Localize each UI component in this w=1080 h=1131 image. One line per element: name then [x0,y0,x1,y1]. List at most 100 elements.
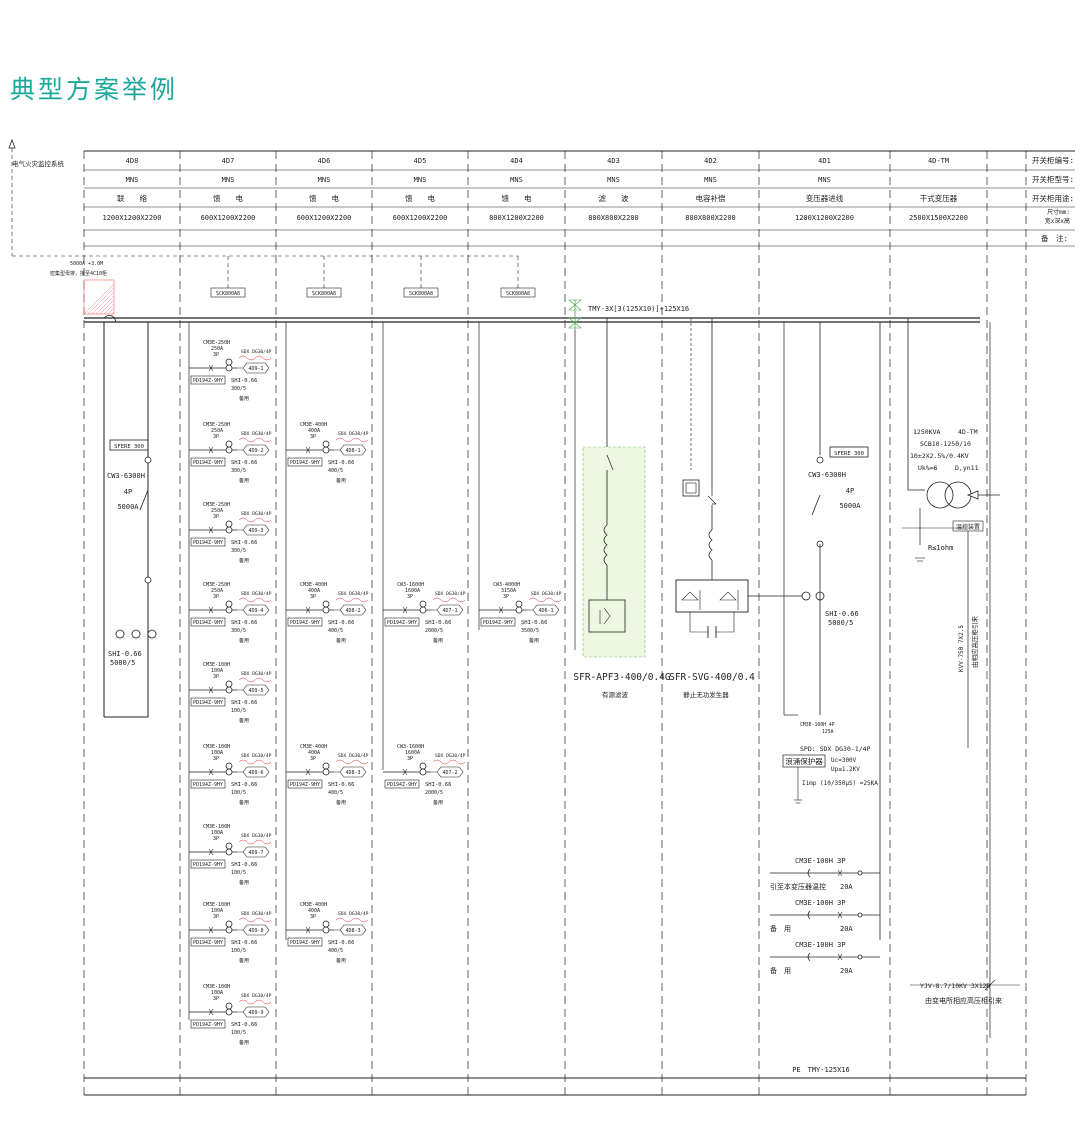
busway-note: 密集型母排，接至4C10柜 [50,270,107,277]
feeder-amps: 250A [211,508,223,514]
ground-arrow-icon [8,138,16,149]
sck-box [500,287,536,298]
fuse-icon [707,490,717,505]
feeder-ratio: 2000/5 [425,790,443,796]
feeder-ratio: 100/5 [231,790,246,796]
aux-amps: 20A [840,967,853,975]
cabinet-use: 馈 电 [405,193,435,203]
apf-panel [582,446,646,658]
ct-icon [322,446,330,454]
feeder-breaker: CM3E-100H [203,824,230,830]
breaker-x-icon [498,606,504,614]
hatch-line [87,287,115,315]
feeder-ct: SHI-0.66 [231,782,258,788]
feeder-tag-shape [431,604,464,616]
feeder-breaker: CM3E-400H [300,422,327,428]
ct-icon [225,1002,233,1010]
feeder-tag-shape [334,766,367,778]
hv-cable-note: 由相应高压柜引来 [970,616,979,669]
feeder-poles: 3P [310,594,316,600]
cabinet-size: 600X1200X2200 [201,214,256,222]
cabinet-size: 1200X1200X2200 [795,214,854,222]
meter-label: PD194Z-9HY [290,620,320,626]
feeder-ratio: 300/5 [231,468,246,474]
breaker-label: CW3-6300H [107,472,145,480]
feeder-breaker: CM3E-100H [203,662,230,668]
ct-icon [225,680,233,688]
feeder-breaker: CM3E-100H [203,744,230,750]
feeder-ct: SHI-0.66 [231,460,258,466]
meter-box [384,779,420,789]
breaker-x-icon [208,606,214,614]
aux-amps: 20A [840,925,853,933]
feeder-poles: 3P [213,674,219,680]
spd-wave [238,677,272,683]
feeder-spd: SDX DG30/4P [338,753,369,759]
feeder-spd: SDX DG30/4P [531,591,562,597]
spd-wave [238,839,272,845]
main-bus-label: TMY-3X[3(125X10)]+125X16 [588,305,689,313]
feeder-tag-shape [237,684,270,696]
cabinet-model: MNS [414,176,427,184]
meter-box [190,617,226,627]
feeder-tag: 4D9-6 [248,770,263,776]
ct-icon [322,926,330,934]
relay-label: SFERE 300 [114,444,144,450]
feeder-poles: 3P [503,594,509,600]
meter-label: PD194Z-9HY [193,1022,223,1028]
cabinet-size: 1200X1200X2200 [102,214,161,222]
breaker-x-icon [208,364,214,372]
svg-model: SFR-SVG-400/0.4 [669,672,755,683]
cabinet-id: 4D6 [318,157,331,165]
ct-icon [419,768,427,776]
sck-box [210,287,246,298]
spd-iimp: Iimp (10/350μS) =25KA [802,780,878,787]
tf-vector: D,yn11 [955,464,979,472]
feeder-poles: 3P [310,756,316,762]
busway-arc [103,314,117,323]
feeder-breaker: CM3E-400H [300,744,327,750]
feeder-amps: 250A [211,588,223,594]
breaker-label: CW3-6300H [808,471,846,479]
feeder-poles: 3P [213,914,219,920]
feeder-amps: 250A [211,428,223,434]
sck-label: SCK800A8 [216,291,240,297]
spd-wave [432,597,466,603]
svg-inverter-box [675,579,749,613]
feeder-breaker: CM3E-100H [203,984,230,990]
inductor-icon [603,524,608,566]
feeder-ratio: 100/5 [231,948,246,954]
breaker-contact-icon [139,489,149,511]
cabinet-use: 变压器进线 [806,193,844,203]
ct-icon [225,842,233,850]
meter-label: PD194Z-9HY [193,862,223,868]
feeder-spd: SDX DG30/4P [241,591,272,597]
feeder-spd: SDX DG30/4P [241,833,272,839]
header-label: 宽x深x高 [1045,217,1070,225]
cabinet-model: MNS [607,176,620,184]
breaker-rating: 5000A [839,502,861,510]
feeder-spd: SDX DG30/4P [241,349,272,355]
tf-tag: 4D-TM [958,428,978,436]
feeder-ct: SHI-0.66 [425,782,452,788]
relay-box [109,439,149,451]
meter-box [190,697,226,707]
cabinet-id: 4D2 [704,157,717,165]
spd-wave [238,759,272,765]
feeder-tag-shape [237,444,270,456]
switch-icon [606,454,614,471]
aux-terminal-icon [857,954,863,960]
cabinet-id: 4D-TM [928,157,949,165]
fuse-icon [568,299,582,311]
feeder-amps: 400A [308,588,320,594]
ground-label: R≤1ohm [928,544,953,552]
relay-box [829,446,869,458]
ct-icon [322,606,330,614]
ct-icon [147,629,157,639]
feeder-amps: 100A [211,830,223,836]
ct-icon [322,600,330,608]
cabinet-use: 电容补偿 [696,193,726,203]
pe-bus-label: PE TMY-125X16 [792,1066,850,1074]
feeder-amps: 100A [211,668,223,674]
feeder-amps: 250A [211,346,223,352]
